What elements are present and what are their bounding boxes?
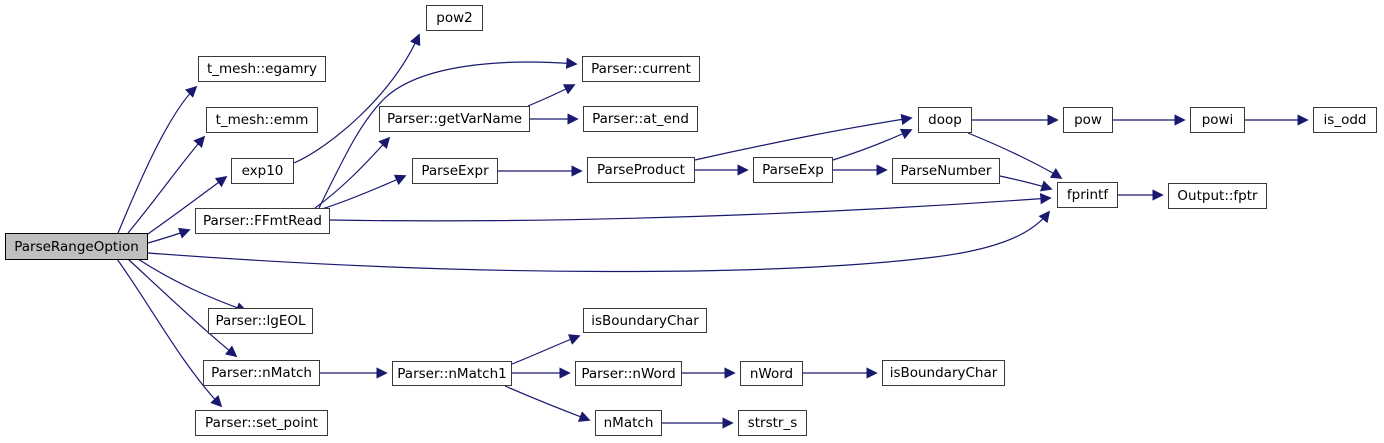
- edge-Parser_FFmtRead-to-fprintf: [329, 193, 1052, 222]
- node-label: isBoundaryChar: [889, 365, 998, 381]
- node-label: pow: [1074, 112, 1102, 128]
- node-powi[interactable]: powi: [1190, 107, 1245, 133]
- node-label: ParseRangeOption: [14, 238, 139, 255]
- node-label: Output::fptr: [1177, 188, 1258, 204]
- node-Parser_current[interactable]: Parser::current: [582, 56, 700, 82]
- node-label: nMatch: [603, 415, 654, 431]
- edge-Parser_nMatch1-to-isBoundaryChar1: [511, 334, 581, 365]
- node-Parser_nWord[interactable]: Parser::nWord: [575, 361, 682, 386]
- node-Parser_nMatch1[interactable]: Parser::nMatch1: [392, 361, 512, 386]
- edge-ParseNumber-to-fprintf: [999, 175, 1053, 192]
- edge-Parser_FFmtRead-to-ParseExpr: [321, 174, 407, 210]
- node-label: Parser::lgEOL: [215, 313, 306, 329]
- node-nWord[interactable]: nWord: [740, 361, 803, 386]
- edge-Parser_FFmtRead-to-Parser_current: [318, 57, 578, 209]
- node-Parser_set_point[interactable]: Parser::set_point: [195, 410, 328, 436]
- node-Parser_nMatch[interactable]: Parser::nMatch: [203, 360, 320, 386]
- node-Output_fptr[interactable]: Output::fptr: [1168, 183, 1267, 209]
- node-label: exp10: [241, 163, 284, 179]
- node-Parser_getVarName[interactable]: Parser::getVarName: [379, 106, 530, 132]
- edge-ParseRangeOption-to-Parser_set_point: [116, 258, 223, 408]
- edge-ParseRangeOption-to-Parser_FFmtRead: [147, 227, 191, 244]
- node-label: pow2: [436, 10, 473, 26]
- node-label: ParseExp: [762, 162, 824, 178]
- node-isBoundaryChar2[interactable]: isBoundaryChar: [882, 360, 1005, 386]
- node-Parser_FFmtRead[interactable]: Parser::FFmtRead: [195, 208, 330, 234]
- node-label: doop: [928, 112, 962, 128]
- node-label: is_odd: [1323, 112, 1367, 128]
- node-strstr_s[interactable]: strstr_s: [738, 410, 807, 436]
- node-pow2[interactable]: pow2: [426, 5, 483, 31]
- edge-ParseProduct-to-doop: [694, 113, 913, 161]
- node-ParseExpr[interactable]: ParseExpr: [412, 158, 498, 184]
- node-doop[interactable]: doop: [918, 107, 972, 133]
- node-label: Parser::getVarName: [386, 111, 523, 127]
- node-label: nWord: [749, 365, 794, 382]
- node-label: Parser::set_point: [205, 415, 318, 431]
- node-pow[interactable]: pow: [1063, 107, 1113, 133]
- edge-Parser_FFmtRead-to-Parser_getVarName: [314, 136, 391, 209]
- node-nMatch[interactable]: nMatch: [595, 410, 662, 436]
- edge-ParseRangeOption-to-exp10: [144, 175, 228, 237]
- node-label: ParseProduct: [597, 162, 685, 178]
- edge-exp10-to-pow2: [293, 33, 421, 164]
- node-label: ParseExpr: [421, 163, 489, 179]
- node-Parser_lgEOL[interactable]: Parser::lgEOL: [208, 308, 313, 334]
- node-label: t_mesh::egamry: [206, 61, 318, 77]
- node-label: t_mesh::emm: [215, 112, 309, 128]
- node-is_odd[interactable]: is_odd: [1313, 107, 1377, 133]
- node-ParseProduct[interactable]: ParseProduct: [587, 157, 695, 183]
- node-label: Parser::FFmtRead: [202, 213, 322, 229]
- node-label: Parser::current: [591, 61, 691, 77]
- edge-ParseRangeOption-to-Parser_nMatch: [127, 258, 238, 358]
- node-label: fprintf: [1066, 187, 1109, 203]
- node-ParseRangeOption: ParseRangeOption: [5, 233, 148, 260]
- node-label: powi: [1201, 112, 1234, 128]
- node-label: ParseNumber: [900, 163, 992, 179]
- node-fprintf[interactable]: fprintf: [1057, 182, 1118, 208]
- node-Parser_at_end[interactable]: Parser::at_end: [583, 106, 698, 132]
- edge-ParseRangeOption-to-t_mesh_emm: [127, 135, 206, 234]
- node-ParseNumber[interactable]: ParseNumber: [892, 158, 1000, 184]
- node-ParseExp[interactable]: ParseExp: [753, 157, 833, 183]
- node-isBoundaryChar1[interactable]: isBoundaryChar: [583, 308, 707, 333]
- edge-ParseRangeOption-to-fprintf: [147, 210, 1051, 273]
- edge-ParseRangeOption-to-t_mesh_egamry: [117, 85, 198, 234]
- node-label: strstr_s: [747, 415, 798, 431]
- node-label: isBoundaryChar: [591, 312, 699, 329]
- node-label: Parser::nWord: [581, 365, 676, 382]
- node-t_mesh_egamry[interactable]: t_mesh::egamry: [198, 56, 326, 82]
- node-exp10[interactable]: exp10: [231, 158, 294, 184]
- edge-ParseRangeOption-to-Parser_lgEOL: [137, 258, 248, 314]
- node-t_mesh_emm[interactable]: t_mesh::emm: [206, 107, 318, 133]
- edge-ParseExp-to-doop: [832, 128, 913, 161]
- node-label: Parser::nMatch: [211, 365, 312, 381]
- edge-Parser_getVarName-to-Parser_current: [527, 84, 576, 107]
- edge-Parser_nMatch1-to-nMatch: [504, 385, 591, 422]
- edge-doop-to-fprintf: [967, 132, 1063, 179]
- node-label: Parser::at_end: [592, 111, 689, 127]
- node-label: Parser::nMatch1: [397, 365, 507, 382]
